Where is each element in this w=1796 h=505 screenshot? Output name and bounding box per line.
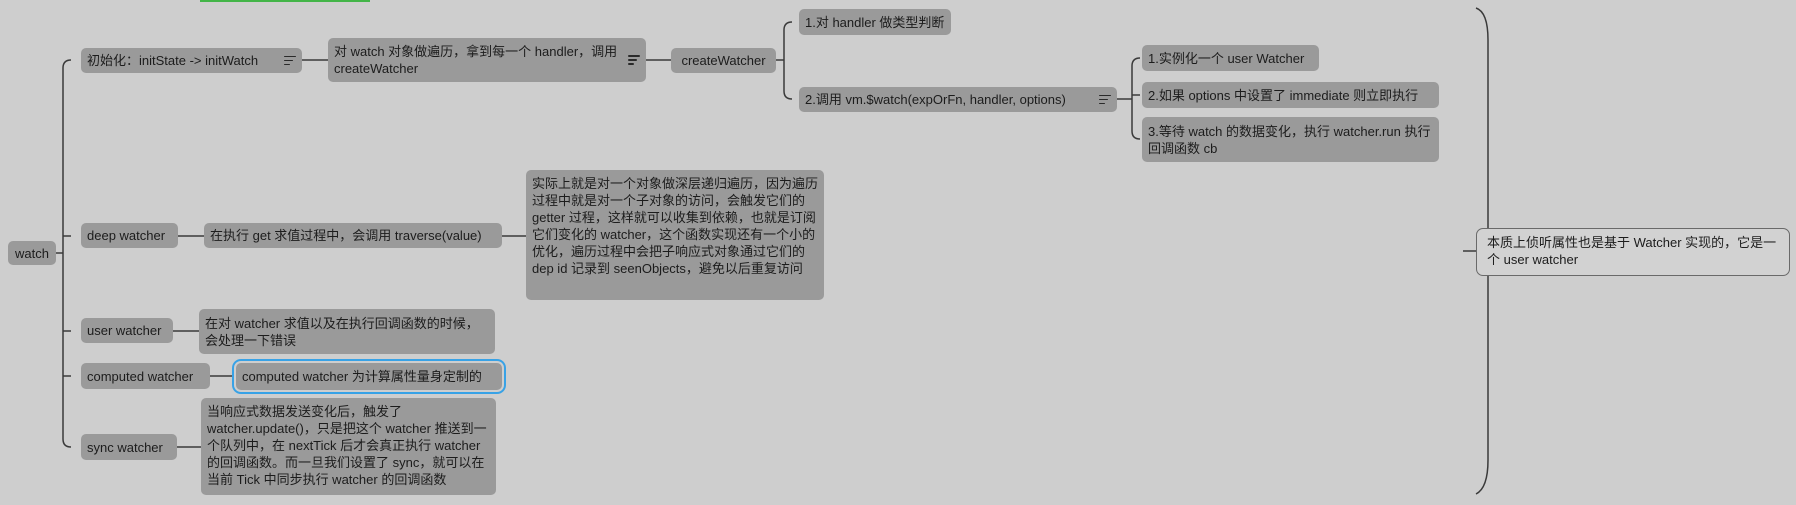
init-step-label: 对 watch 对象做遍历，拿到每一个 handler，调用 createWat… — [334, 44, 618, 76]
branch-computed-label: computed watcher — [87, 368, 194, 384]
vm-watch-child-label: 2.如果 options 中设置了 immediate 则立即执行 — [1148, 87, 1419, 103]
branch-computed[interactable]: computed watcher — [81, 363, 210, 389]
deep-detail-label: 实际上就是对一个对象做深层递归遍历，因为遍历过程中就是对一个子对象的访问，会触发… — [532, 176, 819, 276]
vm-watch-child-immediate[interactable]: 2.如果 options 中设置了 immediate 则立即执行 — [1142, 82, 1439, 108]
branch-sync[interactable]: sync watcher — [81, 434, 177, 460]
sync-detail-label: 当响应式数据发送变化后，触发了 watcher.update()，只是把这个 w… — [207, 404, 487, 487]
vm-watch-child-label: 3.等待 watch 的数据变化，执行 watcher.run 执行回调函数 c… — [1148, 123, 1431, 156]
sync-detail-node[interactable]: 当响应式数据发送变化后，触发了 watcher.update()，只是把这个 w… — [201, 398, 496, 495]
branch-init-label: 初始化：initState -> initWatch — [87, 53, 259, 68]
branch-user[interactable]: user watcher — [81, 318, 173, 343]
computed-detail-node[interactable]: computed watcher 为计算属性量身定制的 — [236, 363, 502, 390]
summary-label: 本质上侦听属性也是基于 Watcher 实现的，它是一个 user watche… — [1487, 235, 1777, 267]
branch-user-label: user watcher — [87, 323, 162, 338]
vm-watch-child-label: 1.实例化一个 user Watcher — [1148, 50, 1305, 66]
notes-lines-icon[interactable] — [284, 55, 296, 66]
root-label: watch — [15, 245, 49, 261]
init-step-node[interactable]: 对 watch 对象做遍历，拿到每一个 handler，调用 createWat… — [328, 38, 646, 82]
branch-deep[interactable]: deep watcher — [81, 223, 178, 248]
branch-deep-label: deep watcher — [87, 228, 166, 243]
cw-child-label: 2.调用 vm.$watch(expOrFn, handler, options… — [805, 92, 1066, 107]
top-accent-bar — [200, 0, 370, 2]
deep-step-node[interactable]: 在执行 get 求值过程中，会调用 traverse(value) — [204, 223, 502, 248]
summary-node[interactable]: 本质上侦听属性也是基于 Watcher 实现的，它是一个 user watche… — [1476, 228, 1790, 276]
notes-lines-icon[interactable] — [1099, 94, 1111, 105]
cw-child-vm-watch[interactable]: 2.调用 vm.$watch(expOrFn, handler, options… — [799, 87, 1117, 112]
user-detail-label: 在对 watcher 求值以及在执行回调函数的时候，会处理一下错误 — [205, 315, 479, 348]
vm-watch-child-run[interactable]: 3.等待 watch 的数据变化，执行 watcher.run 执行回调函数 c… — [1142, 117, 1439, 162]
cw-child-type-check[interactable]: 1.对 handler 做类型判断 — [799, 9, 951, 35]
create-watcher-label: createWatcher — [681, 53, 766, 68]
branch-sync-label: sync watcher — [87, 439, 163, 455]
deep-step-label: 在执行 get 求值过程中，会调用 traverse(value) — [210, 228, 482, 243]
branch-init[interactable]: 初始化：initState -> initWatch — [81, 48, 302, 73]
user-detail-node[interactable]: 在对 watcher 求值以及在执行回调函数的时候，会处理一下错误 — [199, 309, 495, 354]
deep-detail-node[interactable]: 实际上就是对一个对象做深层递归遍历，因为遍历过程中就是对一个子对象的访问，会触发… — [526, 170, 824, 300]
vm-watch-child-instantiate[interactable]: 1.实例化一个 user Watcher — [1142, 45, 1319, 71]
cw-child-label: 1.对 handler 做类型判断 — [805, 14, 945, 30]
root-node-watch[interactable]: watch — [8, 241, 56, 265]
computed-detail-label: computed watcher 为计算属性量身定制的 — [242, 369, 482, 384]
notes-lines-icon[interactable] — [628, 55, 640, 65]
create-watcher-node[interactable]: createWatcher — [671, 48, 776, 73]
